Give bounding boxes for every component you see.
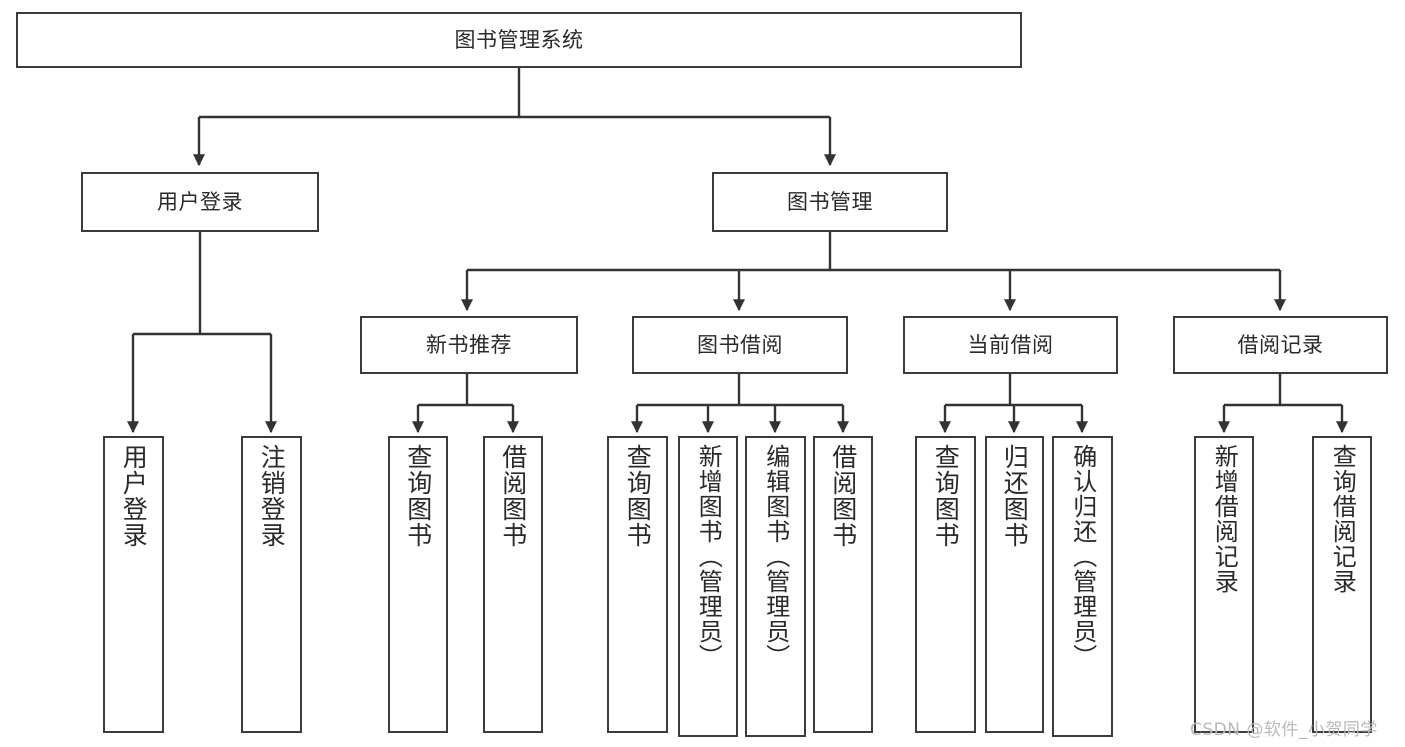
node-root[interactable]: 图书管理系统 <box>16 12 1022 68</box>
node-new-book-recommend-label: 新书推荐 <box>426 332 512 357</box>
node-leaf-add-record[interactable]: 新增借阅记录 <box>1194 436 1254 733</box>
node-borrow-record-label: 借阅记录 <box>1237 332 1324 357</box>
node-leaf-return-book[interactable]: 归还图书 <box>985 436 1044 733</box>
node-leaf-add-book[interactable]: 新增图书（管理员） <box>678 436 738 737</box>
node-leaf-add-record-label: 新增借阅记录 <box>1210 444 1239 594</box>
node-leaf-query-record-label: 查询借阅记录 <box>1328 444 1357 594</box>
node-leaf-borrow-book-2[interactable]: 借阅图书 <box>813 436 873 733</box>
node-book-borrow[interactable]: 图书借阅 <box>632 316 848 374</box>
node-leaf-logout-label: 注销登录 <box>257 444 287 548</box>
node-leaf-add-book-label: 新增图书（管理员） <box>694 444 723 669</box>
node-root-label: 图书管理系统 <box>454 27 584 52</box>
node-leaf-return-book-label: 归还图书 <box>1000 444 1030 548</box>
node-leaf-user-login-label: 用户登录 <box>119 444 149 548</box>
node-leaf-query-book-3-label: 查询图书 <box>931 444 961 548</box>
node-leaf-borrow-book-1-label: 借阅图书 <box>498 444 528 548</box>
node-leaf-logout[interactable]: 注销登录 <box>241 436 302 733</box>
node-new-book-recommend[interactable]: 新书推荐 <box>360 316 578 374</box>
node-leaf-confirm-return-label: 确认归还（管理员） <box>1068 444 1097 669</box>
node-user-login[interactable]: 用户登录 <box>81 172 319 232</box>
node-book-management[interactable]: 图书管理 <box>712 172 948 232</box>
node-leaf-confirm-return[interactable]: 确认归还（管理员） <box>1052 436 1113 737</box>
node-leaf-query-book-1[interactable]: 查询图书 <box>388 436 448 733</box>
node-leaf-borrow-book-1[interactable]: 借阅图书 <box>483 436 543 733</box>
node-leaf-edit-book-label: 编辑图书（管理员） <box>761 444 790 669</box>
node-leaf-query-book-2-label: 查询图书 <box>623 444 653 548</box>
node-leaf-query-book-2[interactable]: 查询图书 <box>607 436 668 733</box>
watermark: CSDN @软件_小贺同学 <box>1190 720 1378 740</box>
node-leaf-query-book-1-label: 查询图书 <box>403 444 433 548</box>
node-borrow-record[interactable]: 借阅记录 <box>1173 316 1388 374</box>
node-leaf-edit-book[interactable]: 编辑图书（管理员） <box>745 436 806 737</box>
node-leaf-borrow-book-2-label: 借阅图书 <box>828 444 858 548</box>
node-leaf-query-book-3[interactable]: 查询图书 <box>915 436 976 733</box>
node-current-borrow-label: 当前借阅 <box>967 332 1054 357</box>
node-current-borrow[interactable]: 当前借阅 <box>903 316 1118 374</box>
node-book-management-label: 图书管理 <box>787 189 873 214</box>
node-leaf-user-login[interactable]: 用户登录 <box>103 436 164 733</box>
node-book-borrow-label: 图书借阅 <box>697 332 783 357</box>
node-user-login-label: 用户登录 <box>157 189 243 214</box>
node-leaf-query-record[interactable]: 查询借阅记录 <box>1312 436 1372 733</box>
